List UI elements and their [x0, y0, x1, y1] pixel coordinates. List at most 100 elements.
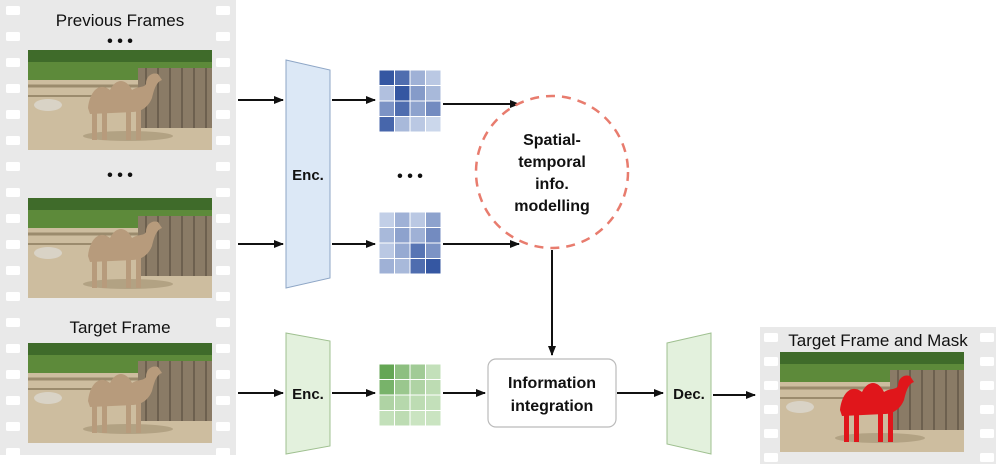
- previous-frames-ellipsis-top: • • •: [107, 33, 133, 50]
- feature-cell: [425, 363, 442, 380]
- spatial-temporal-line-2: temporal: [518, 154, 586, 171]
- feature-cell: [378, 394, 395, 411]
- feature-cell: [378, 258, 395, 275]
- feature-cell: [409, 242, 426, 259]
- decoder-label: Dec.: [673, 386, 705, 403]
- film-sprocket-hole: [6, 188, 20, 197]
- film-sprocket-hole: [764, 381, 778, 390]
- film-sprocket-hole: [6, 58, 20, 67]
- encoder-top-shape: [285, 59, 331, 289]
- feature-cell: [425, 69, 442, 86]
- film-sprocket-hole: [6, 240, 20, 249]
- film-sprocket-hole: [764, 453, 778, 462]
- encoder-top: Enc.: [285, 59, 331, 289]
- feature-cell: [425, 227, 442, 244]
- film-sprocket-hole: [764, 405, 778, 414]
- feature-cell: [409, 69, 426, 86]
- input-film-strip: Previous Frames • • • • • • Target Frame: [0, 0, 236, 457]
- feature-cell: [378, 211, 395, 228]
- film-sprocket-hole: [216, 136, 230, 145]
- film-sprocket-hole: [216, 6, 230, 15]
- film-sprocket-hole: [764, 429, 778, 438]
- feature-cell: [394, 410, 411, 427]
- film-sprocket-hole: [764, 357, 778, 366]
- film-sprocket-hole: [216, 110, 230, 119]
- film-sprocket-hole: [6, 214, 20, 223]
- feature-cell: [409, 85, 426, 102]
- feature-cell: [378, 410, 395, 427]
- film-sprocket-hole: [216, 84, 230, 93]
- film-sprocket-hole: [216, 448, 230, 457]
- film-sprocket-hole: [216, 266, 230, 275]
- film-sprocket-hole: [6, 292, 20, 301]
- film-sprocket-hole: [980, 333, 994, 342]
- decoder: Dec.: [666, 332, 712, 455]
- spatial-temporal-line-1: Spatial-: [523, 132, 581, 149]
- encoder-bottom-shape: [285, 332, 331, 455]
- previous-frame-1: [26, 48, 214, 152]
- film-sprocket-hole: [216, 240, 230, 249]
- film-sprocket-hole: [980, 453, 994, 462]
- feature-cell: [378, 116, 395, 133]
- feature-cell: [394, 69, 411, 86]
- film-sprocket-hole: [6, 318, 20, 327]
- film-sprocket-hole: [6, 32, 20, 41]
- film-sprocket-hole: [6, 6, 20, 15]
- output-label: Target Frame and Mask: [788, 331, 968, 350]
- feature-grid-middle: [378, 211, 442, 275]
- film-sprocket-hole: [216, 58, 230, 67]
- feature-cell: [378, 69, 395, 86]
- feature-cell: [378, 363, 395, 380]
- feature-cell: [378, 242, 395, 259]
- feature-grid-bottom: [378, 363, 442, 427]
- feature-cell: [409, 410, 426, 427]
- feature-cell: [378, 379, 395, 396]
- feature-cell: [409, 363, 426, 380]
- feature-cell: [409, 116, 426, 133]
- feature-cell: [425, 242, 442, 259]
- feature-cell: [394, 363, 411, 380]
- feature-cell: [394, 85, 411, 102]
- feature-cell: [425, 100, 442, 117]
- film-sprocket-hole: [216, 370, 230, 379]
- film-sprocket-hole: [216, 422, 230, 431]
- feature-cell: [425, 379, 442, 396]
- feature-cell: [394, 242, 411, 259]
- film-sprocket-hole: [216, 344, 230, 353]
- feature-cell: [394, 116, 411, 133]
- feature-cell: [425, 410, 442, 427]
- target-frame-label: Target Frame: [69, 318, 170, 337]
- feature-ellipsis: • • •: [397, 168, 423, 185]
- encoder-top-label: Enc.: [292, 167, 324, 184]
- film-sprocket-hole: [216, 292, 230, 301]
- feature-cell: [425, 258, 442, 275]
- feature-cell: [378, 227, 395, 244]
- information-integration-line-1: Information: [508, 375, 596, 392]
- film-sprocket-hole: [216, 396, 230, 405]
- decoder-shape: [666, 332, 712, 455]
- film-sprocket-hole: [6, 136, 20, 145]
- film-sprocket-hole: [6, 110, 20, 119]
- spatial-temporal-line-3: info.: [535, 176, 569, 193]
- feature-cell: [425, 85, 442, 102]
- feature-cell: [378, 85, 395, 102]
- encoder-bottom: Enc.: [285, 332, 331, 455]
- feature-cell: [409, 227, 426, 244]
- feature-cell: [425, 394, 442, 411]
- film-sprocket-hole: [980, 429, 994, 438]
- previous-frames-label: Previous Frames: [56, 11, 184, 30]
- target-frame: [26, 341, 214, 445]
- output-frame-with-mask: [778, 350, 966, 454]
- feature-cell: [409, 258, 426, 275]
- film-sprocket-hole: [216, 188, 230, 197]
- information-integration-rect: [487, 358, 617, 428]
- spatial-temporal-modelling: Spatial- temporal info. modelling: [474, 94, 630, 250]
- feature-cell: [425, 116, 442, 133]
- film-sprocket-hole: [980, 381, 994, 390]
- film-sprocket-hole: [6, 422, 20, 431]
- film-sprocket-hole: [216, 162, 230, 171]
- film-sprocket-hole: [980, 405, 994, 414]
- feature-grid-top: [378, 69, 442, 133]
- encoder-bottom-label: Enc.: [292, 386, 324, 403]
